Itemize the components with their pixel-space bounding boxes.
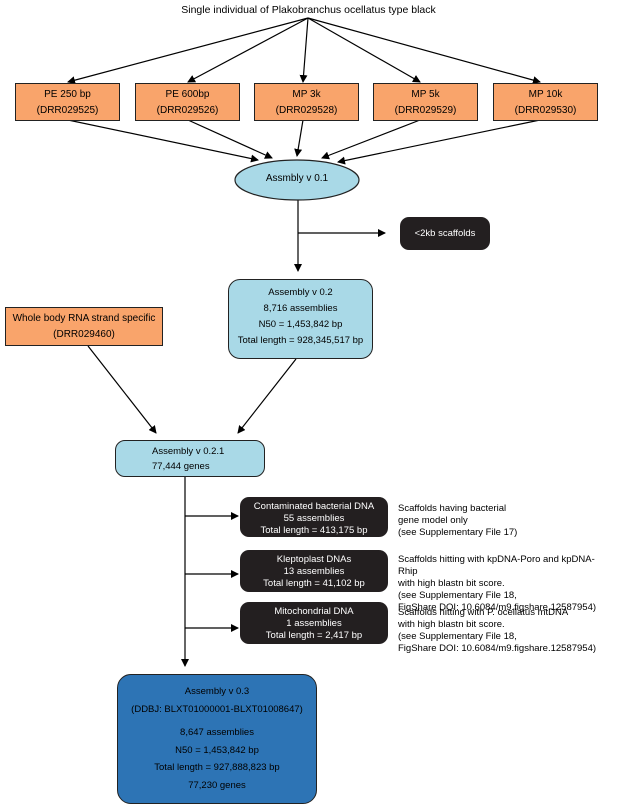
library-rna: Whole body RNA strand specific (DRR02946…	[5, 307, 163, 346]
library-mp5k-name: MP 5k	[411, 89, 440, 100]
removed-bacterial-title: Contaminated bacterial DNA	[253, 501, 375, 512]
library-pe600-id: (DRR029526)	[156, 105, 219, 116]
note-line: Scaffolds having bacterial	[398, 503, 507, 514]
removed-kleptoplast-note: Scaffolds hitting with kpDNA-Poro and kp…	[398, 554, 613, 614]
library-pe250: PE 250 bp (DRR029525)	[15, 83, 120, 121]
note-line: (see Supplementary File 17)	[398, 527, 518, 538]
assembly-v021-label: Assembly v 0.2.1	[152, 446, 225, 457]
assembly-v02-n50: N50 = 1,453,842 bp	[258, 319, 343, 330]
arrow-mp5k-v01	[321, 119, 421, 160]
assembly-v021: Assembly v 0.2.1 77,444 genes	[115, 440, 265, 477]
diagram-title: Single individual of Plakobranchus ocell…	[181, 4, 436, 16]
library-pe250-name: PE 250 bp	[44, 89, 91, 100]
arrow-pe600-v01	[187, 119, 273, 159]
assembly-v03-label: Assembly v 0.3	[184, 686, 250, 697]
arrow-title-mp3k	[299, 17, 309, 83]
library-mp10k-id: (DRR029530)	[514, 105, 577, 116]
arrow-mp3k-v01	[294, 119, 304, 157]
assembly-v03-ddbj: (DDBJ: BLXT01000001-BLXT01008647)	[131, 703, 303, 715]
note-line: with high blastn bit score.	[398, 619, 505, 630]
assembly-v02-total: Total length = 928,345,517 bp	[237, 335, 364, 346]
removed-bacterial: Contaminated bacterial DNA 55 assemblies…	[240, 497, 388, 537]
removed-kleptoplast-total: Total length = 41,102 bp	[263, 578, 365, 589]
arrow-mp10k-v01	[337, 119, 541, 165]
arrow-title-mp10k	[307, 17, 541, 84]
assembly-v03-n50: N50 = 1,453,842 bp	[175, 744, 259, 756]
removed-bacterial-total: Total length = 413,175 bp	[260, 525, 368, 536]
removed-kleptoplast: Kleptoplast DNAs 13 assemblies Total len…	[240, 550, 388, 592]
removed-bacterial-assemblies: 55 assemblies	[283, 513, 345, 524]
removed-kleptoplast-assemblies: 13 assemblies	[283, 566, 345, 577]
assembly-v03-genes: 77,230 genes	[188, 779, 246, 791]
note-line: Scaffolds hitting with P. ocellatus mtDN…	[398, 607, 569, 618]
library-mp3k-name: MP 3k	[292, 89, 321, 100]
removed-mito-assemblies: 1 assemblies	[286, 618, 342, 629]
note-line: gene model only	[398, 515, 468, 526]
library-mp5k-id: (DRR029529)	[394, 105, 457, 116]
assembly-v021-genes: 77,444 genes	[152, 461, 210, 472]
assembly-v01-shape	[234, 159, 360, 201]
note-line: with high blastn bit score.	[398, 578, 505, 589]
assembly-v02-label: Assembly v 0.2	[268, 287, 333, 298]
library-rna-id: (DRR029460)	[53, 329, 115, 340]
assembly-v03-total: Total length = 927,888,823 bp	[154, 762, 280, 773]
note-line: FigShare DOI: 10.6084/m9.figshare.125879…	[398, 643, 597, 654]
library-mp10k-name: MP 10k	[528, 89, 563, 100]
removed-mito-title: Mitochondrial DNA	[274, 606, 354, 617]
library-mp3k: MP 3k (DRR029528)	[254, 83, 359, 121]
library-mp10k: MP 10k (DRR029530)	[493, 83, 598, 121]
arrow-title-pe600	[187, 17, 309, 83]
assembly-v02: Assembly v 0.2 8,716 assemblies N50 = 1,…	[228, 279, 373, 359]
library-rna-name: Whole body RNA strand specific	[12, 313, 156, 324]
library-pe600: PE 600bp (DRR029526)	[135, 83, 240, 121]
arrow-v02-v021	[237, 358, 297, 434]
library-mp3k-id: (DRR029528)	[275, 105, 338, 116]
assembly-v01-label: Assmbly v 0.1	[265, 173, 329, 184]
arrow-title-pe250	[67, 17, 309, 85]
assembly-v03: Assembly v 0.3 (DDBJ: BLXT01000001-BLXT0…	[117, 674, 317, 804]
note-line: (see Supplementary File 18,	[398, 631, 517, 642]
removed-small-scaffolds: <2kb scaffolds	[400, 217, 490, 250]
assembly-v03-assemblies: 8,647 assemblies	[180, 727, 254, 738]
removed-bacterial-note: Scaffolds having bacterial gene model on…	[398, 503, 613, 539]
note-line: (see Supplementary File 18,	[398, 590, 517, 601]
arrow-title-mp5k	[307, 17, 421, 83]
library-pe600-name: PE 600bp	[165, 89, 210, 100]
assembly-v02-assemblies: 8,716 assemblies	[263, 303, 338, 314]
library-mp5k: MP 5k (DRR029529)	[373, 83, 478, 121]
note-line: Scaffolds hitting with kpDNA-Poro and kp…	[398, 554, 595, 577]
note-line: FigShare DOI: 10.6084/m9.figshare.125879…	[398, 602, 597, 613]
arrow-pe250-v01	[67, 119, 259, 163]
library-pe250-id: (DRR029525)	[36, 105, 99, 116]
arrow-rna-v021	[87, 345, 157, 434]
removed-mitochondrial-note: Scaffolds hitting with P. ocellatus mtDN…	[398, 607, 613, 655]
removed-mito-total: Total length = 2,417 bp	[265, 630, 363, 641]
removed-kleptoplast-title: Kleptoplast DNAs	[276, 554, 352, 565]
removed-mitochondrial: Mitochondrial DNA 1 assemblies Total len…	[240, 602, 388, 644]
